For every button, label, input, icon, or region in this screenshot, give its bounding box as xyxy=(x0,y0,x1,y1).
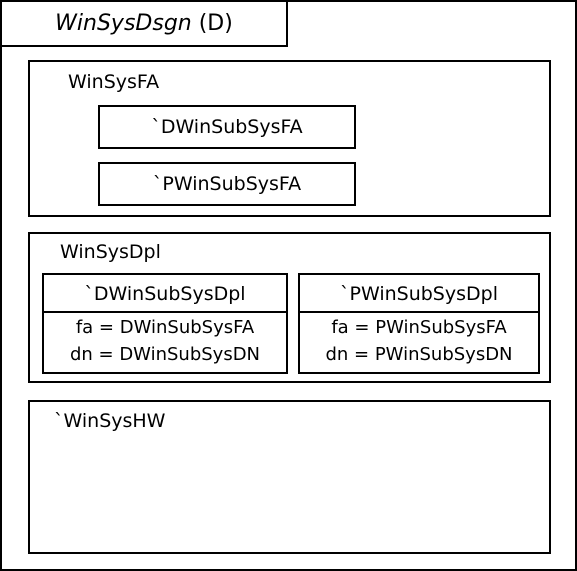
dpl-sub-d-dn: dn = DWinSubSysDN xyxy=(69,344,261,365)
dpl-sub-p-fa: fa = PWinSubSysFA xyxy=(331,317,507,338)
fa-block-label: WinSysFA xyxy=(68,71,160,93)
dpl-sub-d-fa: fa = DWinSubSysFA xyxy=(75,317,255,338)
dpl-sub-p-dn: dn = PWinSubSysDN xyxy=(325,344,513,365)
dpl-sub-d-header: `DWinSubSysDpl xyxy=(84,283,246,305)
fa-sub-p-box: `PWinSubSysFA xyxy=(98,162,356,206)
fa-sub-p-label: `PWinSubSysFA xyxy=(152,173,302,195)
dpl-sub-d-divider xyxy=(44,311,286,313)
fa-block: WinSysFA `DWinSubSysFA `PWinSubSysFA xyxy=(28,60,551,217)
dpl-block-label: WinSysDpl xyxy=(60,241,161,263)
fa-sub-d-label: `DWinSubSysFA xyxy=(151,116,303,138)
hw-block: `WinSysHW xyxy=(28,400,551,554)
hw-block-label: `WinSysHW xyxy=(54,410,166,432)
design-title-name: WinSysDsgn xyxy=(55,11,192,36)
dpl-sub-p-box: `PWinSubSysDpl fa = PWinSubSysFA dn = PW… xyxy=(298,273,540,374)
fa-sub-d-box: `DWinSubSysFA xyxy=(98,105,356,149)
dpl-sub-d-box: `DWinSubSysDpl fa = DWinSubSysFA dn = DW… xyxy=(42,273,288,374)
dpl-sub-p-header: `PWinSubSysDpl xyxy=(340,283,498,305)
dpl-sub-p-divider xyxy=(300,311,538,313)
dpl-block: WinSysDpl `DWinSubSysDpl fa = DWinSubSys… xyxy=(28,232,551,383)
design-title-suffix: (D) xyxy=(191,11,233,36)
design-title-tab: WinSysDsgn (D) xyxy=(0,0,288,47)
